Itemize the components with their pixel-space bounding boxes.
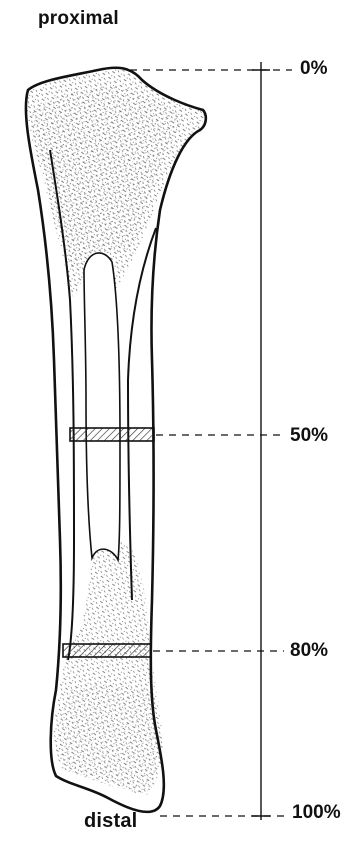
distal-trabecular-fill-2 <box>59 684 158 795</box>
medullary-cavity <box>84 253 120 560</box>
section-band-50 <box>70 428 154 441</box>
section-band-80 <box>63 644 151 657</box>
